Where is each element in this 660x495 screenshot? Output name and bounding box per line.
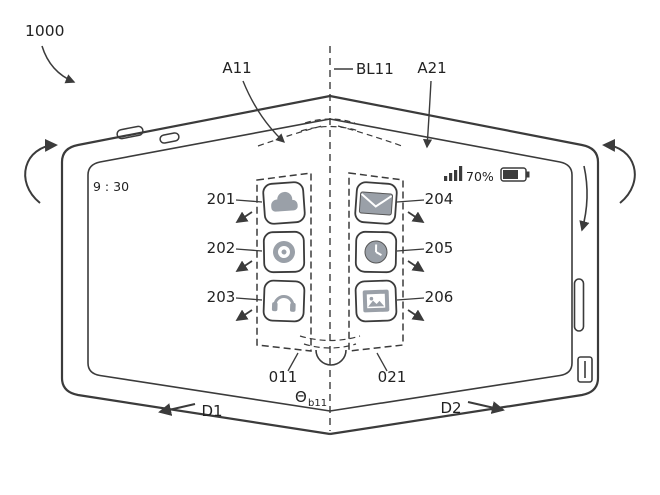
signal-strength-icon [444, 166, 463, 181]
battery-icon [500, 167, 530, 182]
device-ref-label: 1000 [25, 22, 64, 40]
slide-down-arrow [579, 165, 590, 232]
right-half-outline [329, 94, 600, 436]
weather-cloud-icon [271, 191, 298, 212]
region-right-label: A21 [417, 59, 446, 77]
leader-202 [235, 248, 263, 252]
camera-lens-icon [273, 241, 295, 263]
display-area-right-label: 021 [378, 368, 407, 386]
left-half-outline [60, 94, 331, 436]
ref-label-203: 203 [207, 288, 236, 306]
direction-arrow-d2 [467, 401, 505, 414]
mail-icon [358, 191, 394, 216]
leader-204 [396, 199, 425, 203]
gallery-icon [362, 289, 390, 313]
fold-crease-bottom-arc-1 [299, 335, 361, 342]
fold-curl-arrow-left [24, 138, 58, 204]
ref-label-205: 205 [425, 239, 454, 257]
hinge-bump [315, 349, 347, 366]
ref-label-202: 202 [207, 239, 236, 257]
leader-205 [396, 248, 425, 252]
clock-time: 9 : 30 [93, 179, 129, 194]
direction-right-label: D2 [440, 399, 461, 417]
fold-crease-top-arc-2 [300, 125, 360, 132]
music-headphones-icon [271, 295, 296, 312]
move-arrow-205 [407, 260, 425, 272]
angle-symbol: Θ [295, 388, 307, 406]
display-area-left-label: 011 [269, 368, 298, 386]
bezel-dashed-line-left [257, 125, 323, 147]
app-grid-right [348, 172, 404, 352]
gallery-app-icon [354, 279, 398, 323]
fold-angle-label: Θ b11 [295, 388, 327, 409]
battery-percent: 70% [466, 169, 494, 184]
fold-crease-top-arc-1 [304, 118, 356, 124]
ref-label-204: 204 [425, 190, 454, 208]
side-key [573, 278, 585, 332]
ref-label-206: 206 [425, 288, 454, 306]
music-app-icon [262, 279, 306, 323]
direction-arrow-d1 [158, 403, 196, 416]
leader-206 [396, 297, 425, 301]
fold-curl-arrow-right [602, 138, 636, 204]
mail-app-icon [354, 181, 398, 225]
angle-subscript: b11 [308, 398, 327, 409]
weather-app-icon [262, 181, 306, 225]
clock-icon [364, 240, 388, 264]
boundary-line-label: BL11 [356, 60, 394, 78]
move-arrow-202 [235, 260, 253, 272]
leader-201 [235, 199, 263, 203]
device-ref-leader-arrow [41, 45, 76, 84]
leader-203 [235, 297, 263, 301]
move-arrow-204 [407, 211, 425, 223]
camera-cutout [159, 132, 180, 144]
region-left-label: A11 [222, 59, 251, 77]
leader-011 [287, 352, 299, 372]
screen-outline-right [329, 118, 573, 412]
ref-label-201: 201 [207, 190, 236, 208]
screen-outline-left [87, 118, 331, 412]
move-arrow-201 [235, 211, 253, 223]
edge-port [577, 356, 593, 383]
app-grid-left [256, 172, 312, 352]
region-left-leader-arrow [242, 80, 286, 143]
camera-app-icon [262, 230, 306, 274]
move-arrow-203 [235, 309, 253, 321]
fold-crease-bottom-arc-2 [303, 343, 357, 349]
bezel-dashed-line-right [337, 125, 403, 147]
speaker-cutout [116, 125, 144, 140]
direction-left-label: D1 [201, 402, 222, 420]
clock-app-icon [354, 230, 398, 274]
move-arrow-206 [407, 309, 425, 321]
leader-021 [376, 352, 388, 372]
